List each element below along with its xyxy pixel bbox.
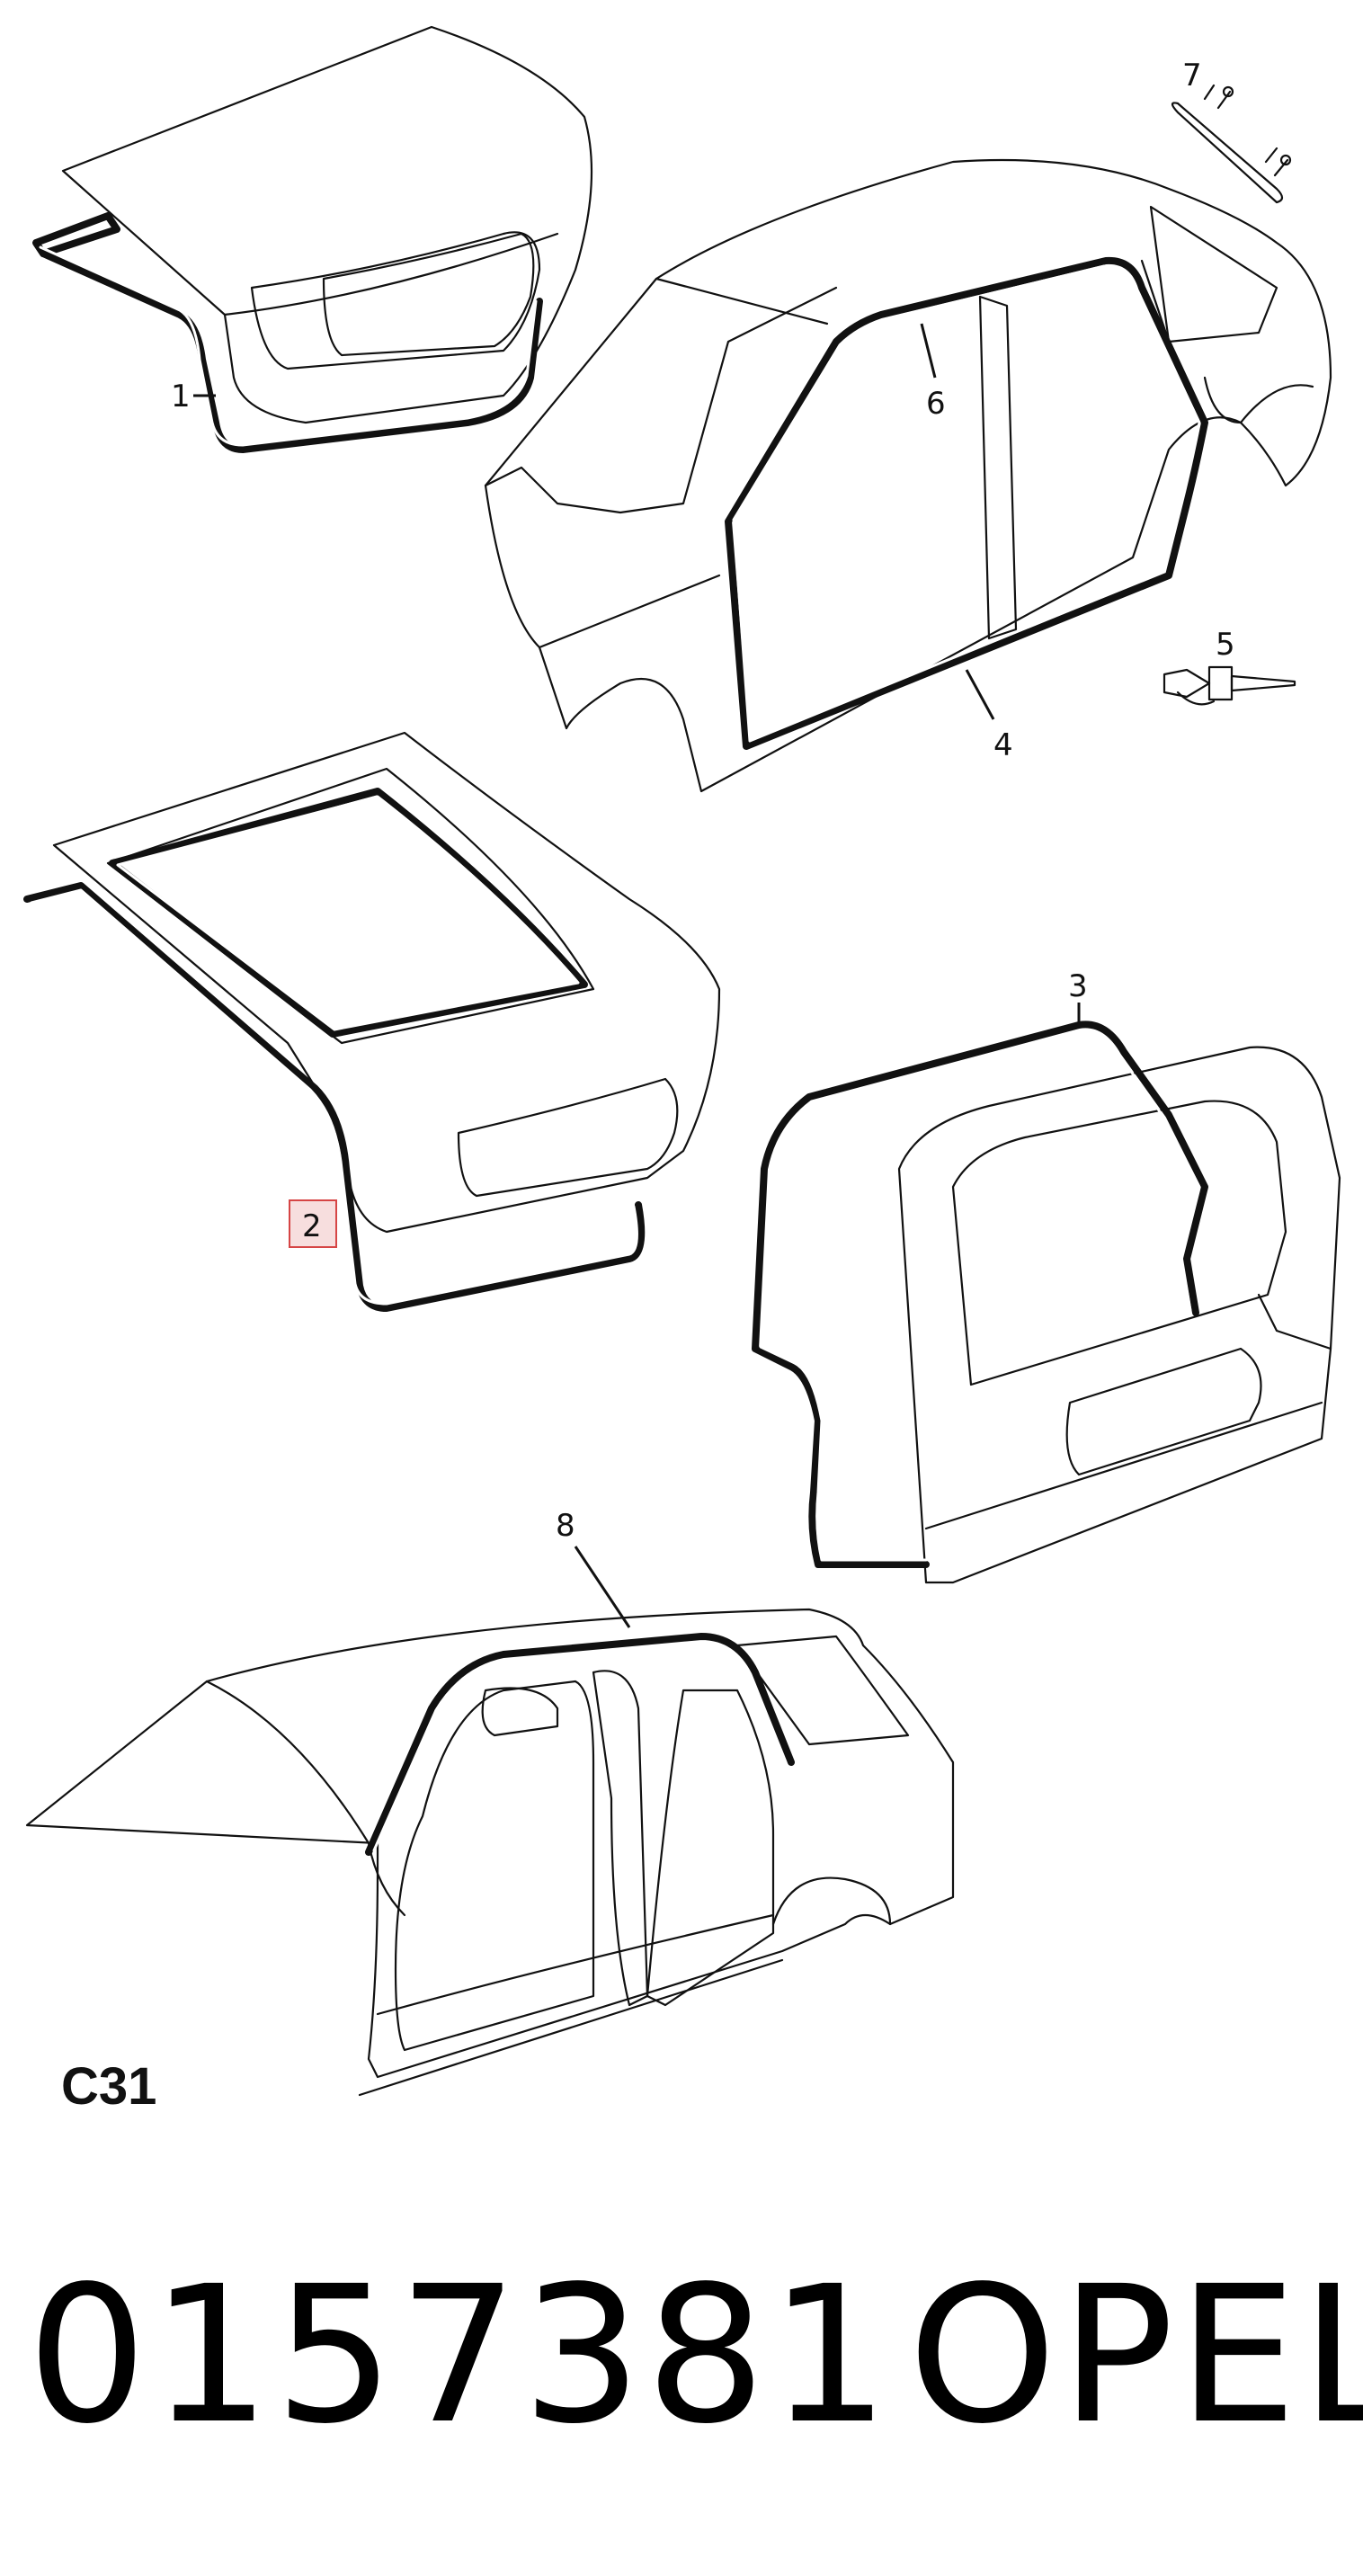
body-side-upper	[484, 158, 1332, 793]
tailgate-glass-seal	[109, 788, 588, 1038]
callout-4: 4	[993, 727, 1013, 763]
section-code: C31	[61, 2057, 156, 2116]
tailgate-seal-2	[23, 882, 646, 1312]
callout-3: 3	[1068, 968, 1088, 1004]
parts-diagram: 1 7 6 4 5	[23, 25, 1341, 2116]
pin-part-5	[1163, 665, 1296, 706]
tailgate-hatchback	[52, 731, 721, 1234]
door-seal-6	[725, 256, 1208, 750]
door-seal-8	[365, 1633, 795, 2052]
callout-8: 8	[556, 1508, 575, 1544]
tailgate-seal-3	[752, 1021, 1208, 1568]
callout-5: 5	[1216, 627, 1235, 663]
callout-2: 2	[302, 1208, 322, 1244]
brand-name: OPEL	[908, 2245, 1363, 2465]
callout-7: 7	[1182, 58, 1202, 94]
trunk-lid-sedan	[61, 25, 593, 424]
footer: 0157381 OPEL	[0, 2230, 1363, 2482]
callout-6: 6	[926, 386, 946, 422]
trunk-seal-1	[32, 212, 543, 453]
tailgate-estate	[897, 1046, 1341, 1584]
clip-part-7	[1171, 84, 1292, 204]
callout-2-highlight	[289, 1199, 337, 1248]
part-number: 0157381	[27, 2245, 894, 2465]
leader-8	[574, 1546, 631, 1628]
body-estate-lower	[25, 1608, 955, 2097]
leader-6	[920, 323, 937, 379]
callout-1: 1	[171, 379, 191, 414]
leader-4	[965, 669, 995, 720]
